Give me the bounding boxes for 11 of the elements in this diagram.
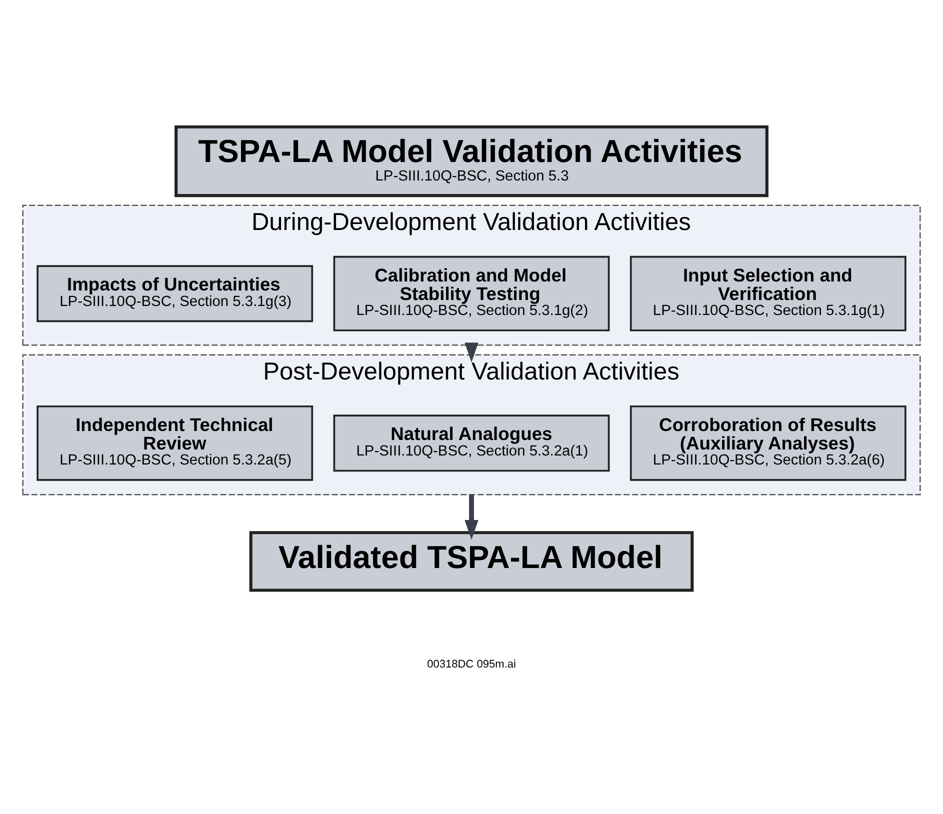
node-box: Corroboration of Results (Auxiliary Analyses) LP-SIII.10Q-BSC, Section 5.3.2a(6) [630, 405, 906, 481]
node-box: Independent Technical Review LP-SIII.10Q-BSC, Section 5.3.2a(5) [36, 405, 314, 481]
arrow [464, 342, 478, 362]
node-box: TSPA-LA Model Validation Activities LP-SIII.10Q-BSC, Section 5.3 [174, 125, 768, 198]
node-box: Calibration and Model Stability Testing LP-SIII.10Q-BSC, Section 5.3.1g(2) [333, 256, 610, 332]
label: 00318DC 095m.ai [427, 658, 516, 671]
node-box: Validated TSPA-LA Model [249, 531, 694, 592]
node-box: Impacts of Uncertainties LP-SIII.10Q-BSC, Section 5.3.1g(3) [36, 265, 314, 322]
node-box: Input Selection and Verification LP-SIII.10Q-BSC, Section 5.3.1g(1) [630, 256, 906, 332]
node-box: Natural Analogues LP-SIII.10Q-BSC, Section 5.3.2a(1) [333, 414, 610, 472]
arrow [464, 494, 478, 540]
